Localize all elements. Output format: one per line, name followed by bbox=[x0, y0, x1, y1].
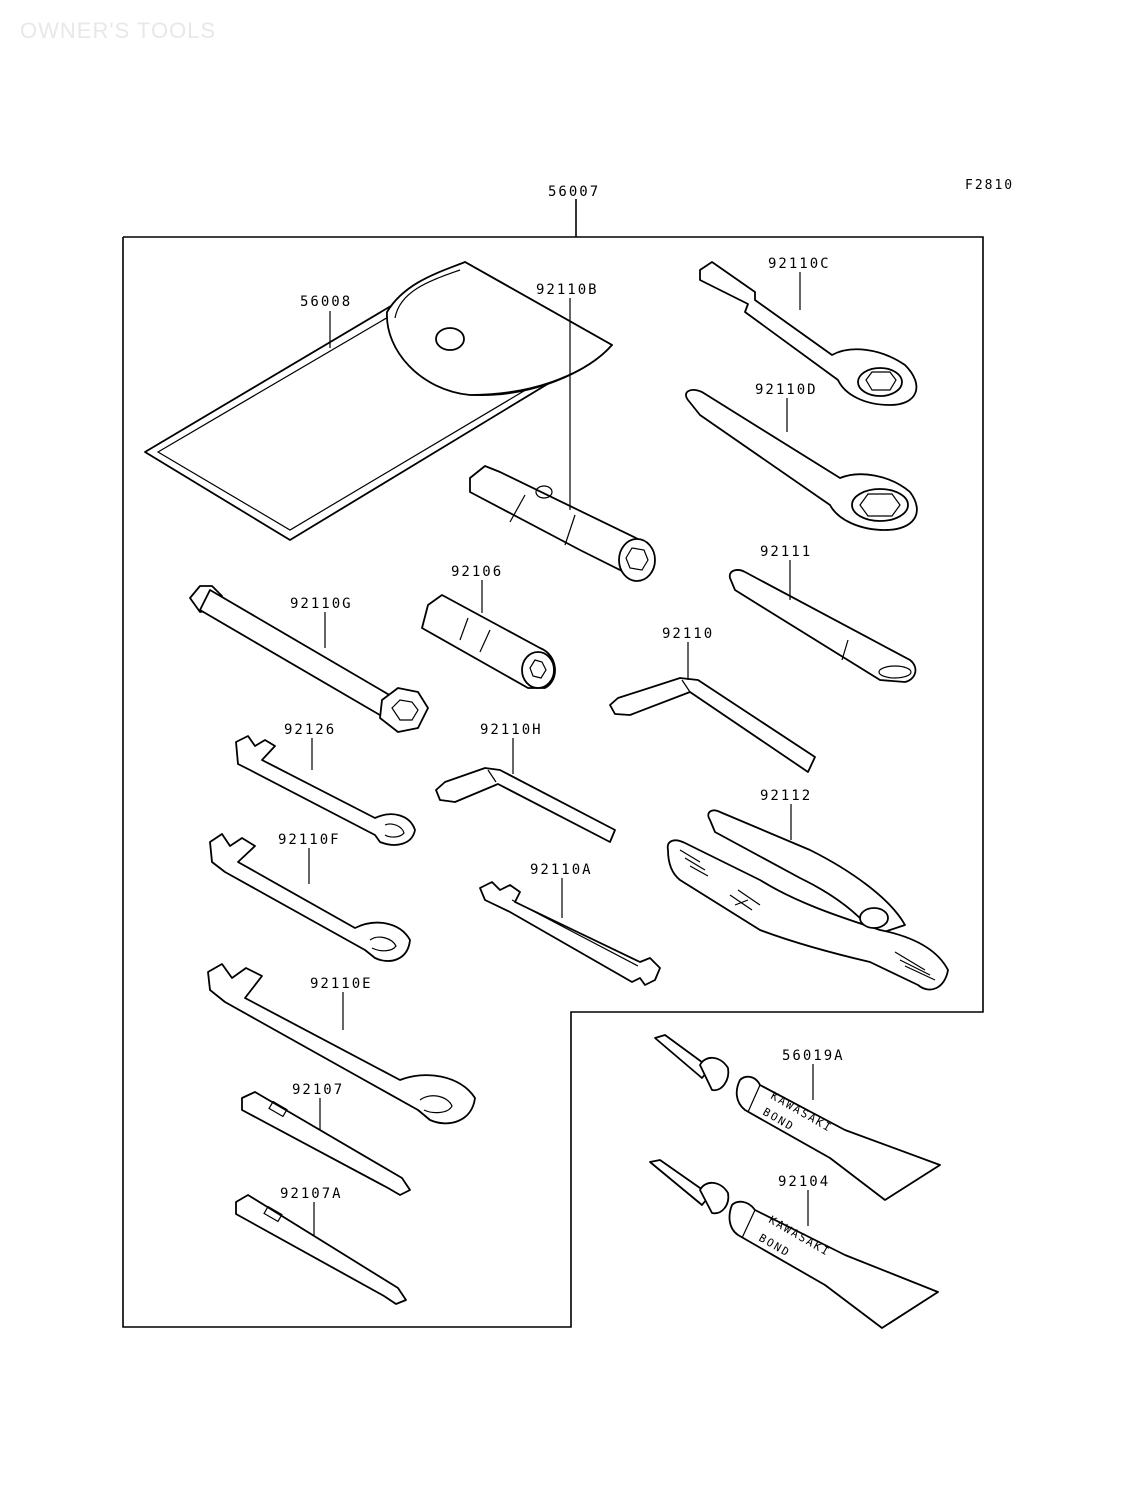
label-92110C[interactable]: 92110C bbox=[768, 256, 831, 272]
label-92110A[interactable]: 92110A bbox=[530, 862, 593, 878]
hex-key-large[interactable] bbox=[609, 677, 816, 773]
ring-wrench-d[interactable] bbox=[685, 389, 918, 531]
label-92112[interactable]: 92112 bbox=[760, 788, 812, 804]
label-92110E[interactable]: 92110E bbox=[310, 976, 373, 992]
label-92110G[interactable]: 92110G bbox=[290, 596, 353, 612]
kit-frame bbox=[122, 199, 984, 1328]
pliers[interactable] bbox=[666, 809, 949, 991]
screwdriver-a[interactable] bbox=[235, 1194, 407, 1305]
label-92110D[interactable]: 92110D bbox=[755, 382, 818, 398]
label-92111[interactable]: 92111 bbox=[760, 544, 812, 560]
extension-bar[interactable] bbox=[728, 569, 917, 683]
screwdriver[interactable] bbox=[241, 1091, 411, 1196]
label-56008[interactable]: 56008 bbox=[300, 294, 352, 310]
label-92110[interactable]: 92110 bbox=[662, 626, 714, 642]
box-wrench-b[interactable] bbox=[469, 465, 656, 582]
ring-wrench-c[interactable] bbox=[699, 261, 918, 406]
label-92104[interactable]: 92104 bbox=[778, 1174, 830, 1190]
label-92110B[interactable]: 92110B bbox=[536, 282, 599, 298]
label-92107A[interactable]: 92107A bbox=[280, 1186, 343, 1202]
figure-code: F2810 bbox=[965, 178, 1015, 193]
small-spanner[interactable] bbox=[235, 735, 416, 846]
large-spanner[interactable] bbox=[207, 963, 476, 1125]
spark-plug-socket[interactable] bbox=[421, 594, 556, 689]
label-56019A[interactable]: 56019A bbox=[782, 1048, 845, 1064]
hex-key-small[interactable] bbox=[435, 767, 616, 843]
page-title: OWNER'S TOOLS bbox=[20, 18, 217, 43]
label-92110H[interactable]: 92110H bbox=[480, 722, 543, 738]
flat-tool[interactable] bbox=[479, 881, 661, 986]
label-92106[interactable]: 92106 bbox=[451, 564, 503, 580]
tool-pouch[interactable] bbox=[144, 261, 613, 541]
label-92107[interactable]: 92107 bbox=[292, 1082, 344, 1098]
label-56007[interactable]: 56007 bbox=[548, 184, 600, 200]
label-92110F[interactable]: 92110F bbox=[278, 832, 341, 848]
medium-spanner[interactable] bbox=[209, 833, 411, 962]
hex-box-spanner[interactable] bbox=[189, 585, 429, 733]
label-92126[interactable]: 92126 bbox=[284, 722, 336, 738]
